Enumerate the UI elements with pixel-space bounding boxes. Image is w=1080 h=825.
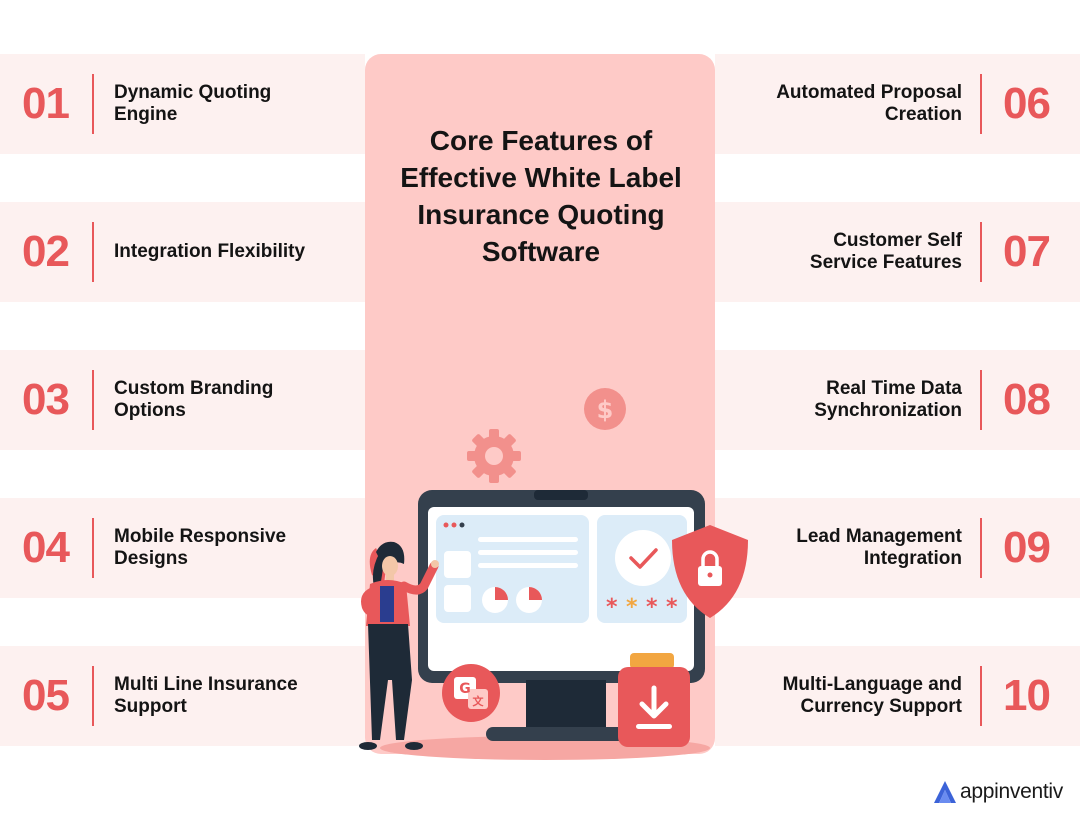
svg-text:$: $ [597,396,614,424]
svg-text:*: * [646,595,658,620]
feature-label: Dynamic Quoting Engine [114,82,272,125]
feature-label: Mobile Responsive Designs [114,526,287,569]
download-icon [618,653,690,747]
feature-row-07: 07 Customer Self Service Features [715,202,1080,302]
feature-number: 10 [1003,671,1051,720]
feature-label: Custom Branding Options [114,378,274,421]
shield-lock-icon [672,525,748,618]
illustration: $ [359,388,748,760]
feature-row-08: 08 Real Time Data Synchronization [715,350,1080,450]
feature-number: 05 [22,671,70,720]
dollar-icon: $ [584,388,626,430]
feature-divider [980,74,982,134]
feature-label: Automated Proposal Creation [776,82,962,125]
feature-row-09: 09 Lead Management Integration [715,498,1080,598]
feature-row-03: 03 Custom Branding Options [0,350,365,450]
feature-label: Multi Line Insurance Support [114,674,298,717]
svg-text:*: * [666,595,678,620]
feature-divider [92,222,94,282]
feature-divider [92,74,94,134]
brand-name: appinventiv [960,780,1063,803]
svg-text:*: * [626,595,638,620]
svg-text:*: * [606,595,618,620]
feature-number: 09 [1003,523,1051,572]
feature-number: 06 [1003,79,1051,128]
feature-number: 02 [22,227,70,276]
feature-label: Lead Management Integration [796,526,962,569]
feature-number: 04 [22,523,70,572]
svg-text:文: 文 [473,694,485,708]
feature-number: 07 [1003,227,1051,276]
feature-label: Multi-Language and Currency Support [782,674,962,717]
appinventiv-logo: appinventiv [932,776,1063,808]
monitor-icon: * * * * [418,490,705,741]
feature-label: Real Time Data Synchronization [814,378,962,421]
woman-presenting-figure [359,541,439,750]
feature-divider [92,666,94,726]
gear-icon [467,429,521,483]
feature-row-01: 01 Dynamic Quoting Engine [0,54,365,154]
feature-number: 08 [1003,375,1051,424]
feature-label: Customer Self Service Features [809,230,962,273]
feature-divider [92,518,94,578]
feature-divider [980,370,982,430]
feature-row-10: 10 Multi-Language and Currency Support [715,646,1080,746]
feature-number: 01 [22,79,70,128]
password-asterisks-icon: * * * * [606,595,678,620]
feature-number: 03 [22,375,70,424]
feature-label: Integration Flexibility [114,241,306,262]
feature-row-04: 04 Mobile Responsive Designs [0,498,365,598]
feature-divider [92,370,94,430]
checkmark-icon [615,530,671,586]
feature-row-02: 02 Integration Flexibility [0,202,365,302]
feature-divider [980,518,982,578]
svg-text:G: G [459,681,471,697]
feature-row-06: 06 Automated Proposal Creation [715,54,1080,154]
feature-divider [980,222,982,282]
appinventiv-logo-mark-icon [934,781,956,803]
infographic-title: Core Features of Effective White Label I… [400,125,682,267]
feature-divider [980,666,982,726]
translate-icon: G 文 [442,664,500,722]
feature-row-05: 05 Multi Line Insurance Support [0,646,365,746]
